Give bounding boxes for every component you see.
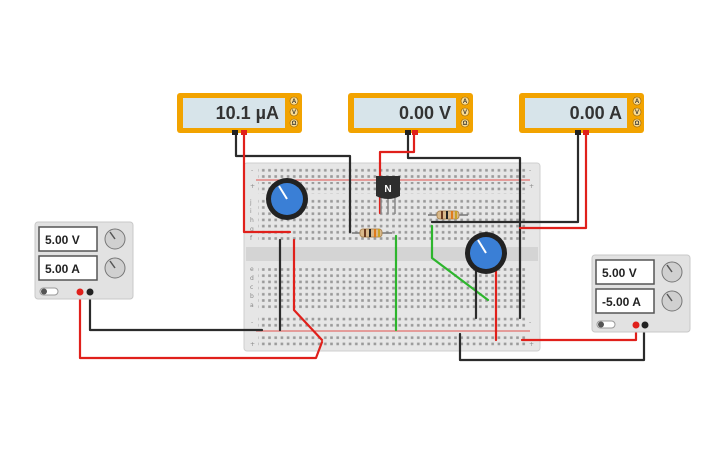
rail-minus-label-tl: - [251,167,253,174]
mode-button-v[interactable] [460,107,470,117]
resistor-2[interactable] [428,210,468,220]
svg-text:A: A [292,99,297,105]
svg-text:V: V [635,110,639,116]
row-label-f: f [250,235,253,242]
resistor-1[interactable] [352,228,392,238]
mode-button-v[interactable] [632,107,642,117]
mode-button-a[interactable] [289,96,299,106]
wire-red-ammeter-right[interactable] [518,131,588,230]
rail-minus-label-br: - [529,319,531,326]
wire-black-ammeter-right[interactable] [430,131,580,224]
wire-red-ammeter-left[interactable] [242,131,292,234]
wire-red-ps-left[interactable] [78,293,324,360]
mode-button-v[interactable] [289,107,299,117]
rail-minus-label-bl: - [251,319,253,326]
mode-button-a[interactable] [632,96,642,106]
transistor-label: N [384,184,391,195]
voltage-display: 5.00 V [45,233,80,247]
current-display: -5.00 A [602,295,641,309]
meter-voltmeter-middle[interactable]: 0.00 V A V Ω [348,93,473,135]
mode-button-ohm[interactable] [632,118,642,128]
row-label-i: i [250,208,252,215]
svg-text:Ω: Ω [463,121,468,127]
row-label-j: j [249,199,252,206]
wire-black-voltmeter[interactable] [406,131,522,320]
wire-red-pot-left[interactable] [292,238,324,342]
meter-reading: 0.00 V [399,103,451,123]
row-label-c: c [250,284,253,291]
row-label-g: g [250,226,254,233]
svg-text:A: A [635,99,640,105]
mode-button-ohm[interactable] [460,118,470,128]
potentiometer-right[interactable] [465,232,507,274]
svg-text:Ω: Ω [292,121,297,127]
row-label-b: b [250,293,254,300]
wire-black-ps-right[interactable] [458,326,646,362]
voltage-display: 5.00 V [602,266,637,280]
mode-button-ohm[interactable] [289,118,299,128]
meter-ammeter-left[interactable]: 10.1 µA A V Ω [177,93,302,135]
svg-text:V: V [463,110,467,116]
potentiometer-left[interactable] [266,178,308,220]
row-label-h: h [250,217,254,224]
npn-transistor[interactable]: N [376,176,400,214]
rail-plus-label-bl: + [250,341,255,348]
meter-ammeter-right[interactable]: 0.00 A A V Ω [519,93,644,135]
power-supply-left[interactable]: 5.00 V 5.00 A [34,221,134,300]
negative-terminal[interactable] [86,288,94,296]
rail-plus-label-tl: + [250,183,255,190]
rail-minus-label-tr: - [529,167,531,174]
mode-button-a[interactable] [460,96,470,106]
positive-terminal[interactable] [76,288,84,296]
meter-reading: 0.00 A [570,103,622,123]
svg-text:A: A [463,99,468,105]
row-label-d: d [250,275,254,282]
svg-text:V: V [292,110,296,116]
rail-plus-label-tr: + [529,183,534,190]
row-label-a: a [250,302,254,309]
wire-black-ps-left[interactable] [88,293,264,332]
wire-green-2[interactable] [430,224,490,302]
row-label-e: e [250,266,254,273]
meter-reading: 10.1 µA [216,103,279,123]
power-supply-right[interactable]: 5.00 V -5.00 A [591,254,691,333]
rail-plus-label-br: + [529,341,534,348]
positive-terminal[interactable] [632,321,640,329]
current-display: 5.00 A [45,262,80,276]
negative-terminal[interactable] [641,321,649,329]
wire-black-ammeter-left[interactable] [234,131,352,234]
svg-text:Ω: Ω [635,121,640,127]
